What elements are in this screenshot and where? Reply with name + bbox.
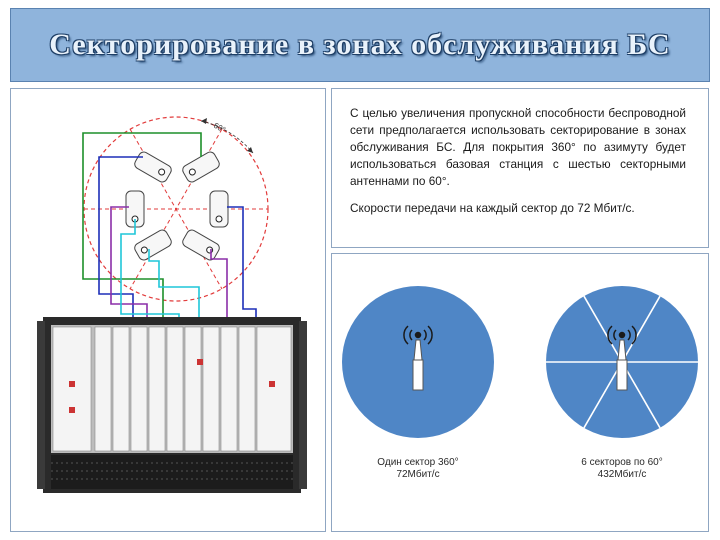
rack-modules xyxy=(94,326,292,452)
single-sector-label: Один сектор 360° xyxy=(377,457,459,468)
antenna-right xyxy=(209,190,229,228)
antenna-upper-right xyxy=(182,151,220,183)
speed-note: Скорости передачи на каждый сектор до 72… xyxy=(350,201,635,215)
rack-card-left xyxy=(52,326,92,452)
antenna-upper-left xyxy=(134,151,172,183)
antenna-cables xyxy=(82,132,257,329)
antenna-rack-diagram: 60° xyxy=(10,88,326,532)
diagram-svg: 60° xyxy=(37,116,307,493)
rack-fan-grille xyxy=(51,455,293,489)
six-sector-caption: 6 секторов по 60° 432Мбит/с xyxy=(552,457,692,481)
sector-comparison-svg xyxy=(342,286,698,438)
six-sector-antenna-icon xyxy=(607,325,637,391)
description-paragraph: С целью увеличения пропускной способност… xyxy=(350,106,686,188)
angle-arc: 60° xyxy=(200,118,254,154)
description-panel: С целью увеличения пропускной способност… xyxy=(331,88,709,248)
antenna-lower-right xyxy=(182,229,220,261)
single-sector-antenna-icon xyxy=(403,325,433,391)
angle-label: 60° xyxy=(212,121,227,135)
sector-comparison-panel: Один сектор 360° 72Мбит/с 6 секторов по … xyxy=(331,253,709,532)
single-sector-caption: Один сектор 360° 72Мбит/с xyxy=(348,457,488,481)
six-sector-speed: 432Мбит/с xyxy=(597,469,647,480)
equipment-rack xyxy=(37,317,307,493)
antenna-lower-left xyxy=(134,229,172,261)
six-sector-label: 6 секторов по 60° xyxy=(581,457,663,468)
single-sector-speed: 72Мбит/с xyxy=(396,469,440,480)
title-bar: Секторирование в зонах обслуживания БС xyxy=(10,8,710,82)
page-title: Секторирование в зонах обслуживания БС xyxy=(49,28,671,61)
